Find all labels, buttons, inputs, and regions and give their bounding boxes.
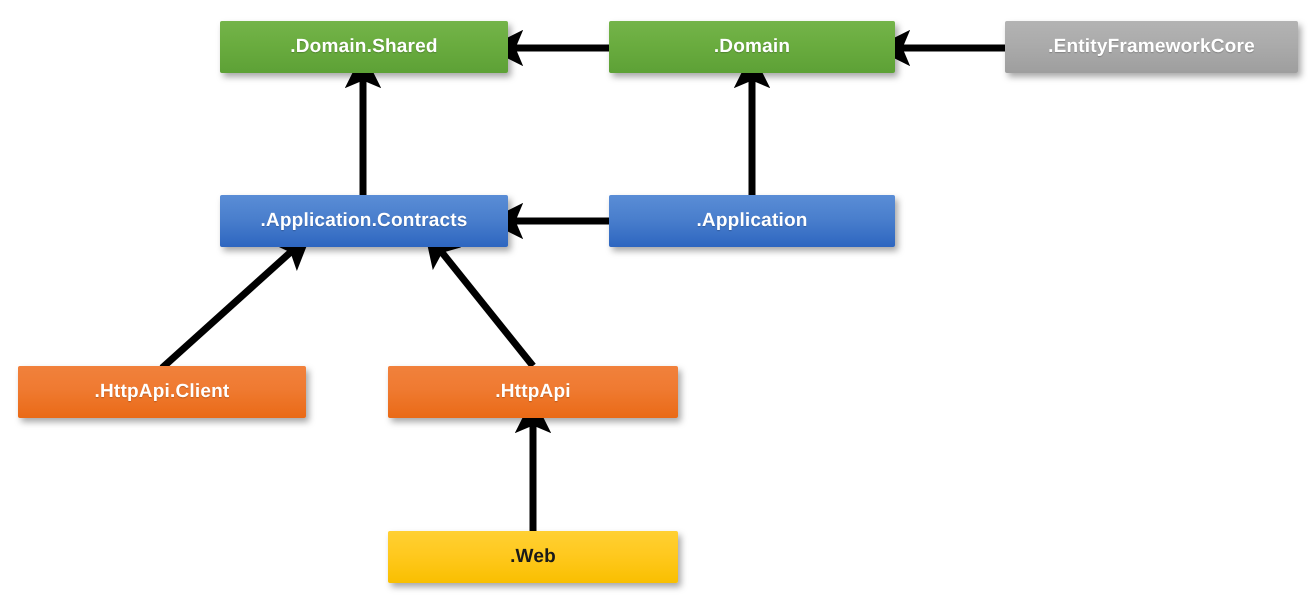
- node-entity-framework-core[interactable]: .EntityFrameworkCore: [1005, 21, 1298, 73]
- node-label-domain-shared: .Domain.Shared: [290, 36, 438, 57]
- node-domain-shared[interactable]: .Domain.Shared: [220, 21, 508, 73]
- node-application[interactable]: .Application: [609, 195, 895, 247]
- node-httpapi[interactable]: .HttpApi: [388, 366, 678, 418]
- node-label-entity-framework-core: .EntityFrameworkCore: [1048, 36, 1255, 57]
- edge-httpapi-client-to-application-contracts: [159, 233, 312, 371]
- node-domain[interactable]: .Domain: [609, 21, 895, 73]
- node-web[interactable]: .Web: [388, 531, 678, 583]
- node-label-httpapi-client: .HttpApi.Client: [94, 381, 230, 402]
- node-label-domain: .Domain: [713, 36, 791, 57]
- node-httpapi-client[interactable]: .HttpApi.Client: [18, 366, 306, 418]
- edge-httpapi-to-application-contracts: [424, 230, 536, 369]
- node-label-application: .Application: [696, 210, 808, 231]
- node-application-contracts[interactable]: .Application.Contracts: [220, 195, 508, 247]
- node-label-web: .Web: [510, 546, 556, 567]
- node-label-httpapi: .HttpApi: [495, 381, 571, 402]
- node-label-application-contracts: .Application.Contracts: [260, 210, 468, 231]
